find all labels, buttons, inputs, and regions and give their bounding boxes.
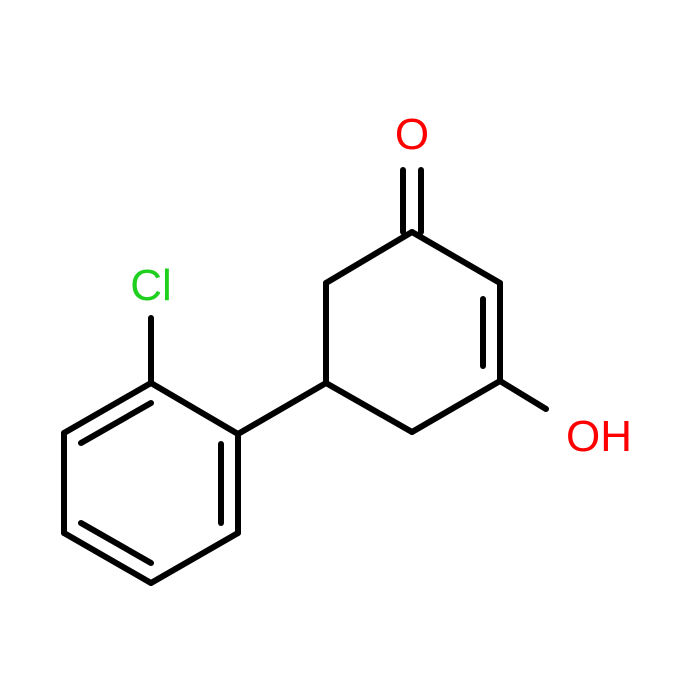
atom-label-hydroxyl: OH bbox=[566, 412, 632, 461]
atom-label-oxygen: O bbox=[395, 110, 429, 159]
bond-ar4-ar5 bbox=[61, 530, 154, 586]
bond-ar2-ar3 bbox=[61, 380, 154, 436]
bond-ring-aryl bbox=[235, 380, 329, 437]
bond-ar5-ar6 bbox=[148, 530, 241, 586]
bond-c1-c2 bbox=[409, 229, 503, 286]
bond-hydroxyl bbox=[497, 378, 549, 412]
bond-ar2-ar3-inner bbox=[78, 400, 154, 446]
bond-c4-c5 bbox=[323, 380, 415, 435]
cyclohexenone-ring bbox=[323, 229, 503, 435]
chlorophenyl-ring bbox=[61, 380, 241, 586]
bond-c3-c4 bbox=[409, 378, 503, 435]
bond-ar4-ar5-inner bbox=[78, 520, 154, 566]
atom-label-chlorine: Cl bbox=[130, 261, 172, 310]
bond-c6-c1 bbox=[323, 229, 415, 286]
bond-ar1-ar2 bbox=[148, 380, 241, 437]
carbonyl-bond bbox=[400, 167, 424, 235]
